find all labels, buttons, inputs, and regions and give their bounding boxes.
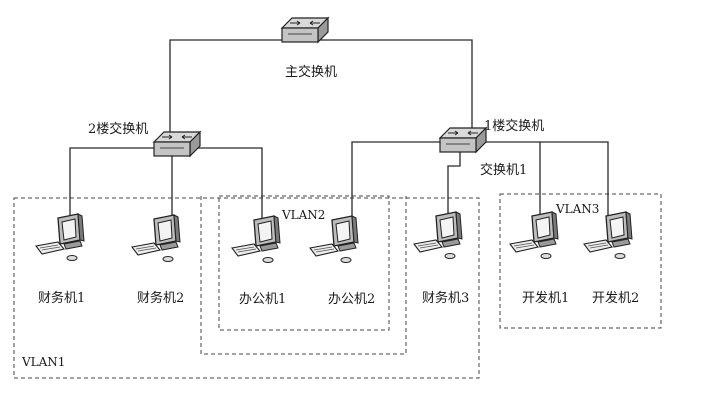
dev2-label: 开发机2 [592, 290, 639, 306]
vlan1-extension-boundary [200, 196, 407, 355]
office2-computer-icon [309, 215, 359, 264]
floor2-switch-label: 2楼交换机 [88, 121, 148, 137]
vlan2-boundary [218, 195, 390, 331]
finance2-computer-icon [131, 214, 181, 263]
switch1-label: 交换机1 [480, 162, 527, 178]
vlan1-label: VLAN1 [21, 355, 65, 369]
dev2-computer-icon [583, 211, 633, 260]
main-switch-label: 主交换机 [285, 64, 337, 80]
floor1-switch-label: 1楼交换机 [484, 118, 544, 134]
vlan2-label: VLAN2 [281, 208, 325, 222]
vlan1-boundary [13, 197, 480, 379]
finance2-label: 财务机2 [137, 290, 184, 306]
office1-label: 办公机1 [239, 292, 286, 307]
office1-computer-icon [231, 215, 281, 264]
finance1-label: 财务机1 [38, 290, 85, 306]
finance3-computer-icon [413, 211, 463, 260]
finance1-computer-icon [35, 213, 85, 262]
vlan3-boundary [499, 193, 662, 329]
main-switch-icon [281, 17, 329, 43]
finance3-label: 财务机3 [422, 290, 469, 306]
floor1-switch-icon [439, 127, 487, 153]
office2-label: 办公机2 [328, 292, 375, 307]
dev1-computer-icon [509, 211, 559, 260]
floor2-switch-icon [153, 131, 201, 157]
dev1-label: 开发机1 [522, 290, 569, 306]
vlan3-label: VLAN3 [555, 202, 599, 216]
